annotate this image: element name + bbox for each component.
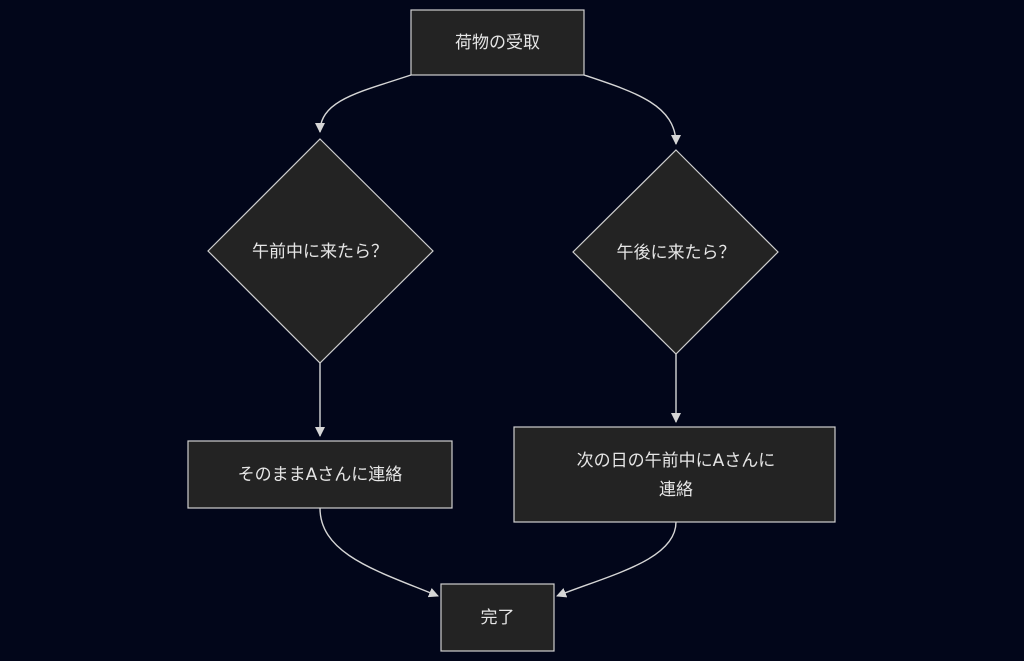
edge-contact-next-day-to-done [556,521,677,598]
node-contact-next-day-label-line-2: 連絡 [659,480,693,500]
node-contact-now-box [187,440,453,509]
node-done-label: 完了 [481,608,515,628]
node-start-label: 荷物の受取 [455,33,540,53]
node-done-box [440,583,555,652]
node-afternoon-decision-label: 午後に来たら？ [617,243,736,263]
node-done[interactable]: 完了 [440,583,555,652]
edge-start-to-afternoon-decision [583,74,681,145]
node-start-box [410,9,585,76]
node-start[interactable]: 荷物の受取 [410,9,585,76]
node-afternoon-decision-diamond [572,149,779,355]
node-morning-decision-diamond [207,138,434,364]
edge-start-to-morning-decision [315,74,412,133]
node-contact-now-label: そのままAさんに連絡 [238,465,403,485]
node-contact-next-day-box [513,426,836,523]
node-contact-next-day-label-line-1: 次の日の午前中にAさんに [577,451,776,471]
node-morning-decision[interactable]: 午前中に来たら？ [207,138,434,364]
node-afternoon-decision[interactable]: 午後に来たら？ [572,149,779,355]
edge-contact-now-to-done [319,507,439,598]
node-morning-decision-label: 午前中に来たら？ [252,242,388,262]
node-contact-next-day[interactable]: 次の日の午前中にAさんに 連絡 [513,426,836,523]
node-contact-now[interactable]: そのままAさんに連絡 [187,440,453,509]
